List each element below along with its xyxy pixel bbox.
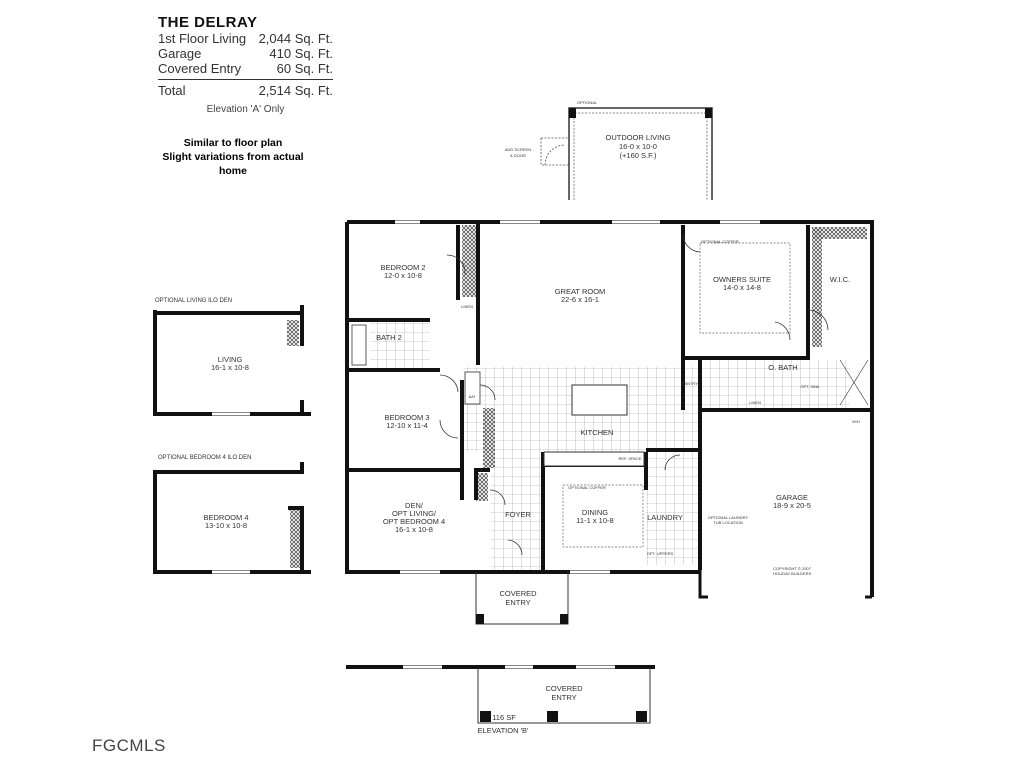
room-name: BEDROOM 4: [203, 513, 248, 522]
room-name: DINING: [582, 508, 608, 517]
screen-note: ADD SCREEN: [505, 147, 531, 152]
area-label: 116 SF: [492, 713, 516, 722]
ah-label: A/H: [469, 394, 476, 399]
elevation-label: ELEVATION 'B': [478, 726, 530, 735]
room-name: OPT LIVING/: [392, 509, 437, 518]
room-name: W.I.C.: [830, 275, 850, 284]
disclaimer: Similar to floor plan Slight variations …: [148, 136, 318, 178]
room-labels: BEDROOM 2 12-0 x 10-8 GREAT ROOM 22-6 x …: [376, 239, 860, 607]
area-label: Garage: [158, 46, 202, 61]
room-dims: 18-9 x 20-5: [773, 501, 811, 510]
tub-note: TUB LOCATION: [713, 520, 742, 525]
sink-note: OPT. SINK: [800, 384, 820, 389]
linen-label: LINEN: [461, 304, 473, 309]
room-dims: 12-10 x 11-4: [386, 421, 428, 430]
total-row: Total 2,514 Sq. Ft.: [158, 83, 333, 98]
area-row: Covered Entry 60 Sq. Ft.: [158, 61, 333, 76]
disclaimer-line: Slight variations from actual: [162, 151, 304, 163]
area-row: Garage 410 Sq. Ft.: [158, 46, 333, 61]
area-label: Covered Entry: [158, 61, 242, 76]
room-name: LAUNDRY: [647, 513, 683, 522]
wh-label: W/H: [852, 419, 860, 424]
room-name: OWNERS SUITE: [713, 275, 771, 284]
room-name: ENTRY: [551, 693, 576, 702]
room-name: LIVING: [218, 355, 243, 364]
copyright: HOLIDAY BUILDERS: [773, 571, 812, 576]
room-name: GARAGE: [776, 493, 808, 502]
room-name: OUTDOOR LIVING: [605, 133, 670, 142]
disclaimer-line: home: [218, 165, 247, 177]
room-area: (+160 S.F.): [620, 151, 657, 160]
room-name: BATH 2: [376, 333, 402, 342]
elevation-note: Elevation 'A' Only: [206, 104, 285, 115]
room-dims: 16-1 x 10-8: [395, 525, 433, 534]
copyright: COPYRIGHT © 2007: [773, 566, 812, 571]
total-value: 2,514 Sq. Ft.: [258, 83, 333, 98]
pantry-label: PANTRY: [682, 381, 698, 386]
coffer-note: OPTIONAL COFFER: [568, 485, 606, 490]
area-value: 410 Sq. Ft.: [269, 46, 333, 61]
room-name: FOYER: [505, 510, 531, 519]
room-name: COVERED: [545, 684, 583, 693]
coffer-note: OPTIONAL COFFER: [701, 239, 739, 244]
room-dims: 16-1 x 10-8: [211, 363, 249, 372]
optional-living-plan: OPTIONAL LIVING ILO DEN LIVING 16-1 x 10…: [153, 298, 311, 416]
area-row: 1st Floor Living 2,044 Sq. Ft.: [158, 31, 333, 46]
divider: [158, 79, 333, 80]
total-label: Total: [158, 83, 186, 98]
room-dims: 14-0 x 14-8: [723, 283, 761, 292]
room-name: BEDROOM 3: [384, 413, 429, 422]
option-title: OPTIONAL LIVING ILO DEN: [155, 298, 232, 304]
linen-label: LINEN: [749, 400, 761, 405]
watermark: FGCMLS: [92, 736, 166, 755]
ref-label: REF. SPACE: [618, 456, 641, 461]
room-name: O. BATH: [768, 363, 797, 372]
optional-label: OPTIONAL: [577, 100, 598, 105]
area-label: 1st Floor Living: [158, 31, 247, 46]
area-value: 60 Sq. Ft.: [276, 61, 333, 76]
room-name: COVERED: [499, 589, 537, 598]
room-dims: 13-10 x 10-8: [205, 521, 247, 530]
room-dims: 11-1 x 10-8: [576, 516, 613, 525]
room-name: DEN/: [405, 501, 424, 510]
room-name: BEDROOM 2: [380, 263, 425, 272]
room-name: KITCHEN: [581, 428, 614, 437]
room-name: ENTRY: [505, 598, 530, 607]
area-summary: THE DELRAY 1st Floor Living 2,044 Sq. Ft.…: [158, 14, 333, 115]
elevation-b-plan: COVERED ENTRY 116 SF ELEVATION 'B': [346, 665, 655, 735]
room-name: GREAT ROOM: [555, 287, 606, 296]
disclaimer-line: Similar to floor plan: [183, 137, 283, 149]
room-name: OPT BEDROOM 4: [383, 517, 445, 526]
outdoor-living: OPTIONAL OUTDOOR LIVING 16-0 x 10-0 (+16…: [505, 100, 713, 200]
screen-note: & DOOR: [510, 153, 526, 158]
area-value: 2,044 Sq. Ft.: [258, 31, 333, 46]
tub-note: OPTIONAL LAUNDRY: [708, 515, 749, 520]
option-title: OPTIONAL BEDROOM 4 ILO DEN: [158, 455, 251, 461]
room-dims: 12-0 x 10-8: [384, 271, 422, 280]
uppers-note: OPT. UPPERS: [647, 551, 674, 556]
optional-bedroom4-plan: OPTIONAL BEDROOM 4 ILO DEN BEDROOM 4 13-…: [153, 455, 311, 574]
room-dims: 16-0 x 10-0: [619, 142, 657, 151]
plan-title: THE DELRAY: [158, 14, 258, 31]
room-dims: 22-6 x 16-1: [561, 295, 599, 304]
